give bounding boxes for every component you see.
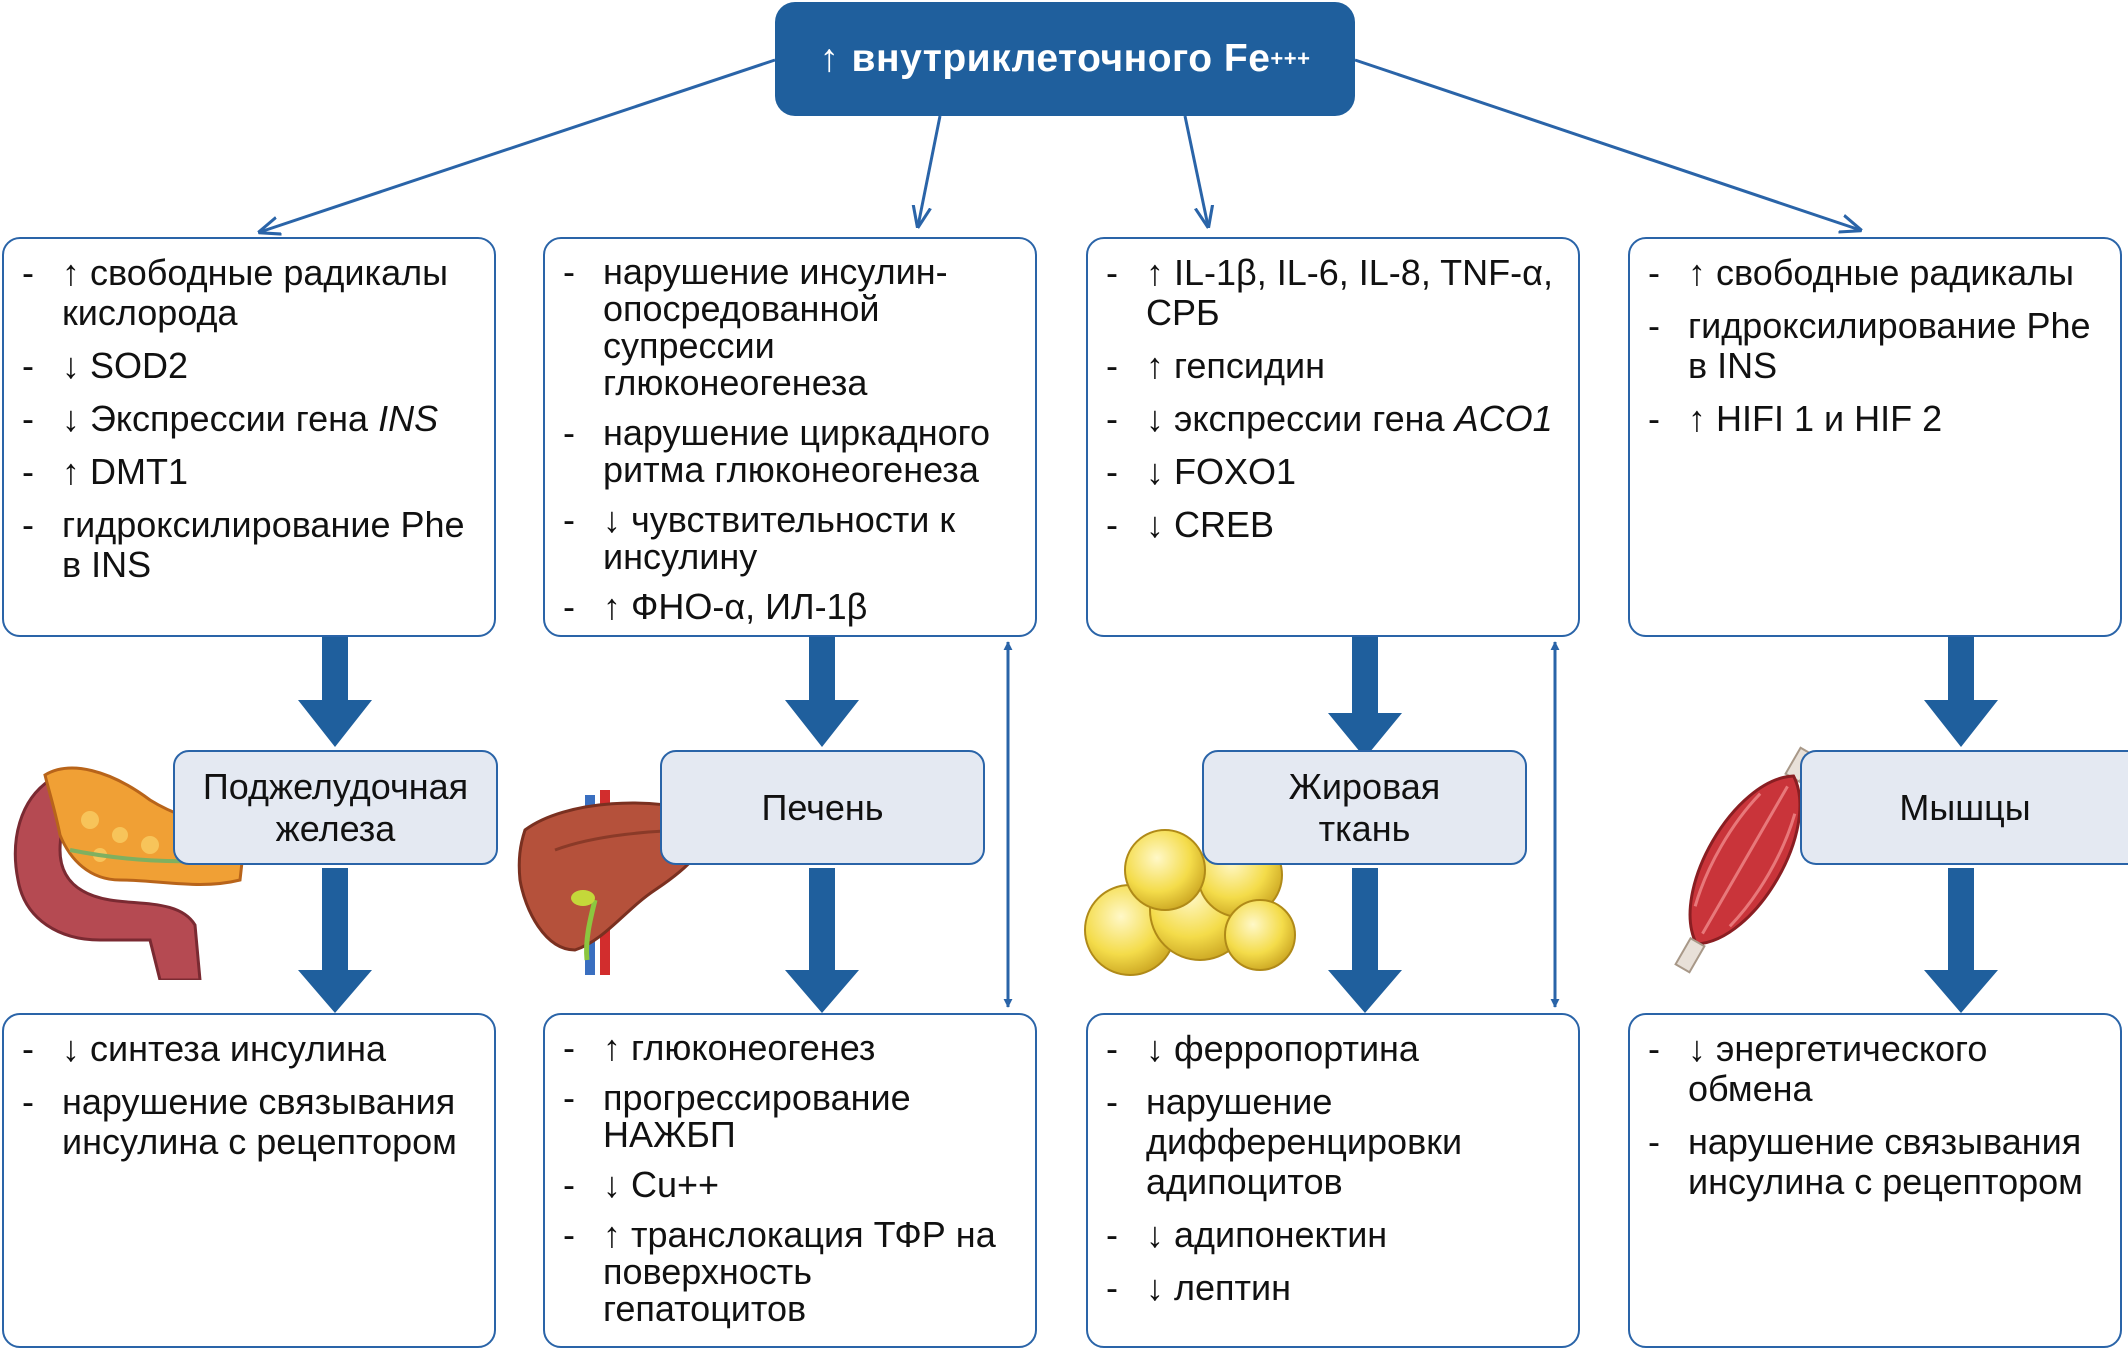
top-box: ↑ внутриклеточного Fe+++ xyxy=(775,2,1355,116)
box-lower-liver: ↑ глюконеогенез прогрессирование НАЖБП ↓… xyxy=(543,1013,1037,1348)
list-item: ↑ IL-1β, IL-6, IL-8, TNF-α, СРБ xyxy=(1106,253,1568,333)
list-item: ↑ DMT1 xyxy=(22,452,484,493)
organ-label-muscle: Мышцы xyxy=(1800,750,2128,865)
adipose-tissue-icon xyxy=(1084,829,1296,976)
list-item: ↓ FOXO1 xyxy=(1106,452,1568,493)
box-lower-muscle: ↓ энергетического обмена нарушение связы… xyxy=(1628,1013,2122,1348)
list-item: ↑ свободные радикалы кислорода xyxy=(22,253,484,333)
list-item: гидроксилирование Phe в INS xyxy=(22,505,484,585)
thick-arrow-c1-bottom xyxy=(298,868,372,1013)
thick-arrow-c2-bottom xyxy=(785,868,859,1013)
box-lower-pancreas: ↓ синтеза инсулина нарушение связывания … xyxy=(2,1013,496,1348)
list-item: ↑ глюконеогенез xyxy=(563,1029,1025,1066)
list-item: гидроксилирование Phe в INS xyxy=(1648,306,2110,386)
list-item: ↓ CREB xyxy=(1106,505,1568,546)
list-item: ↓ чувствительности к инсулину xyxy=(563,501,1025,575)
list-item: ↓ лептин xyxy=(1106,1268,1568,1309)
top-title: внутриклеточного Fe xyxy=(851,37,1271,80)
thick-arrow-c4-top xyxy=(1924,637,1998,747)
list-item: нарушение инсулин-опосредованной супресс… xyxy=(563,253,1025,401)
list-item: ↓ Экспрессии гена INS xyxy=(22,398,484,440)
list-item: нарушение связывания инсулина с рецептор… xyxy=(1648,1122,2110,1202)
thick-arrow-c2-top xyxy=(785,637,859,747)
list-item: ↓ SOD2 xyxy=(22,346,484,387)
thick-arrow-c4-bottom xyxy=(1924,868,1998,1013)
list-item: ↓ адипонектин xyxy=(1106,1215,1568,1256)
box-lower-adipose: ↓ ферропортина нарушение дифференцировки… xyxy=(1086,1013,1580,1348)
up-arrow-glyph: ↑ xyxy=(819,37,840,80)
list-item: нарушение связывания инсулина с рецептор… xyxy=(22,1082,484,1162)
muscle-icon xyxy=(1674,746,1816,974)
box-upper-liver: нарушение инсулин-опосредованной супресс… xyxy=(543,237,1037,637)
list-item: ↑ гепсидин xyxy=(1106,346,1568,387)
organ-label-pancreas: Поджелудочная железа xyxy=(173,750,498,865)
box-upper-adipose: ↑ IL-1β, IL-6, IL-8, TNF-α, СРБ ↑ гепсид… xyxy=(1086,237,1580,637)
organ-label-adipose: Жировая ткань xyxy=(1202,750,1527,865)
thick-arrow-c1-top xyxy=(298,637,372,747)
list-item: нарушение циркадного ритма глюконеогенез… xyxy=(563,414,1025,488)
gene-name: INS xyxy=(378,398,439,439)
gene-name: ACO1 xyxy=(1454,398,1553,439)
list-item: ↑ HIFI 1 и HIF 2 xyxy=(1648,399,2110,440)
list-item: ↑ транслокация ТФР на поверхность гепато… xyxy=(563,1216,1025,1327)
list-item: ↓ Cu++ xyxy=(563,1166,1025,1203)
list-item: ↓ экспрессии гена ACO1 xyxy=(1106,398,1568,440)
box-upper-pancreas: ↑ свободные радикалы кислорода ↓ SOD2 ↓ … xyxy=(2,237,496,637)
top-arrow-1 xyxy=(260,58,776,232)
thick-arrow-c3-bottom xyxy=(1328,868,1402,1013)
top-arrow-3 xyxy=(1183,115,1208,226)
list-item: ↓ ферропортина xyxy=(1106,1029,1568,1070)
top-arrow-4 xyxy=(1354,58,1860,230)
list-item: прогрессирование НАЖБП xyxy=(563,1079,1025,1153)
list-item-text: ↓ Экспрессии гена INS xyxy=(62,398,439,439)
list-item: ↓ энергетического обмена xyxy=(1648,1029,2110,1109)
box-upper-muscle: ↑ свободные радикалы гидроксилирование P… xyxy=(1628,237,2122,637)
list-item: нарушение дифференцировки адипоцитов xyxy=(1106,1082,1568,1202)
organ-label-liver: Печень xyxy=(660,750,985,865)
top-arrow-2 xyxy=(918,115,942,226)
thick-arrow-c3-top xyxy=(1328,637,1402,758)
list-item: ↓ синтеза инсулина xyxy=(22,1029,484,1070)
list-item: ↑ ФНО-α, ИЛ-1β xyxy=(563,588,1025,625)
list-item: ↑ свободные радикалы xyxy=(1648,253,2110,294)
